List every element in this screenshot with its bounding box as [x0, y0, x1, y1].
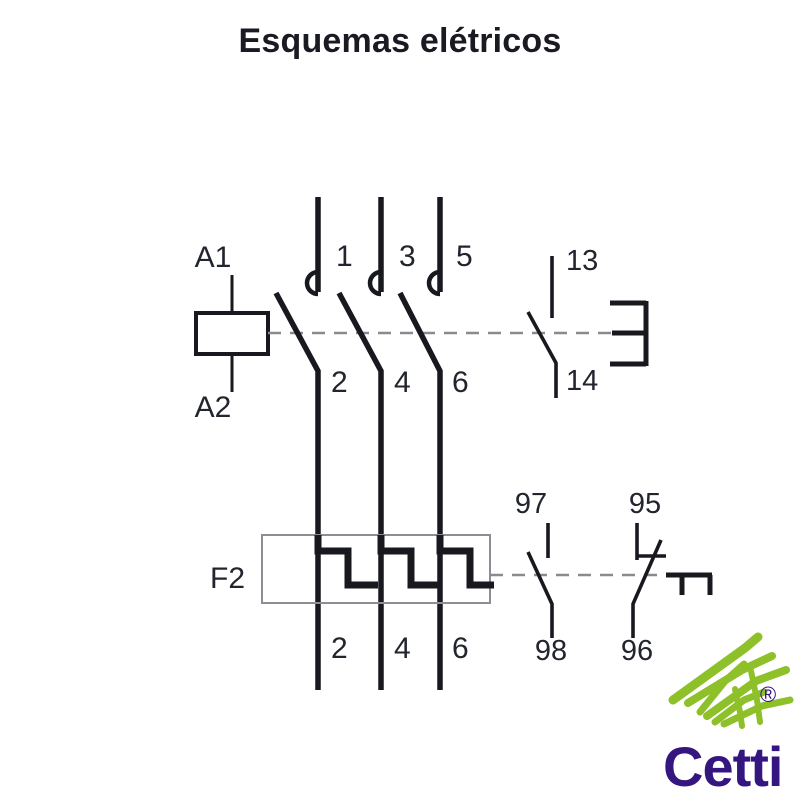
pole3-bottom-label: 6 — [452, 366, 469, 399]
page-title: Esquemas elétricos — [238, 22, 562, 60]
overload-nc-contact — [631, 523, 666, 638]
thermal-overload-relay — [261, 534, 494, 604]
aux-terminal-13-label: 13 — [566, 245, 598, 277]
overload-out-label-2: 4 — [394, 632, 411, 665]
pole1-bottom-label: 2 — [331, 366, 348, 399]
overload-terminal-98-label: 98 — [535, 635, 567, 667]
pole1-top-label: 1 — [336, 240, 353, 273]
overload-heater-1 — [314, 535, 378, 589]
overload-relay-body — [261, 534, 491, 604]
pole3-moving-blade — [397, 291, 443, 690]
registered-trademark-icon: ® — [760, 682, 776, 707]
brush-stroke-7 — [732, 686, 745, 729]
main-contact-pole-1 — [273, 197, 321, 690]
aux-terminal-14-label: 14 — [566, 365, 598, 397]
coil-terminal-a1-label: A1 — [195, 241, 232, 274]
pole2-contact-arc — [367, 269, 382, 297]
overload-heater-2 — [377, 535, 441, 589]
actuator-bracket-upper — [610, 300, 649, 367]
brush-stroke-8 — [748, 668, 763, 725]
overload-no-contact — [526, 523, 554, 638]
overload-heater-3 — [436, 535, 494, 589]
pole2-bottom-label: 4 — [394, 366, 411, 399]
pole1-contact-arc — [304, 269, 319, 297]
brush-stroke-3 — [696, 660, 748, 716]
brush-stroke-1 — [668, 632, 763, 705]
coil-body — [194, 311, 270, 356]
pole2-moving-blade — [336, 291, 384, 690]
pole2-top-label: 3 — [399, 240, 416, 273]
contactor-coil — [194, 275, 270, 392]
brush-stroke-6 — [720, 696, 794, 728]
overload-out-label-3: 6 — [452, 632, 469, 665]
cetti-logo-brush-strokes — [668, 632, 794, 729]
cetti-wordmark: Cetti — [663, 735, 782, 798]
overload-terminal-97-label: 97 — [515, 488, 547, 520]
pole3-contact-arc — [426, 269, 441, 297]
overload-terminal-96-label: 96 — [621, 635, 653, 667]
pole3-top-label: 5 — [456, 240, 473, 273]
overload-relay-designation: F2 — [210, 562, 245, 595]
pole1-moving-blade — [273, 291, 321, 690]
aux-moving-blade — [526, 311, 558, 398]
auxiliary-no-contact — [526, 256, 558, 398]
coil-terminal-a2-label: A2 — [195, 391, 232, 424]
main-contact-pole-2 — [336, 197, 384, 690]
contact95-moving-blade — [631, 539, 663, 638]
overload-out-label-1: 2 — [331, 632, 348, 665]
cetti-logo[interactable]: ® Cetti — [663, 632, 794, 798]
contact97-moving-blade — [526, 551, 554, 638]
overload-terminal-95-label: 95 — [629, 488, 661, 520]
actuator-bracket-lower — [666, 572, 713, 595]
